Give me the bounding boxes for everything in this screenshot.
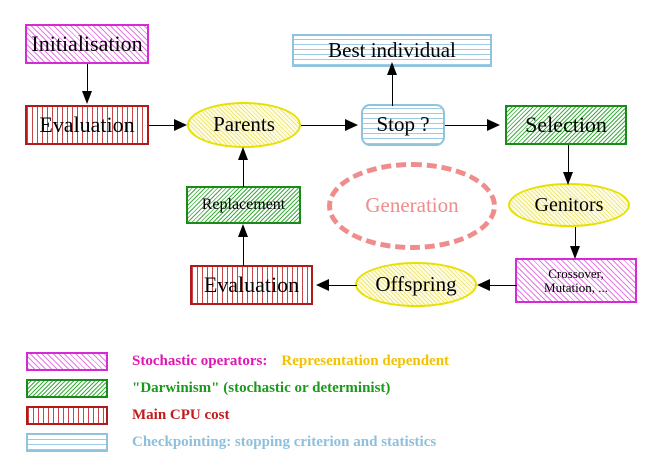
node-selection-label: Selection [525,111,607,137]
node-replacement[interactable]: Replacement [186,186,301,224]
node-evaluation-bottom-label: Evaluation [203,271,300,297]
legend-swatch-red-vertical-lines [26,405,108,425]
edge-evaluation-to-parents [149,125,175,126]
node-stop[interactable]: Stop ? [361,104,445,146]
edge-evaluation-to-replacement [243,232,244,266]
node-variation-line1: Crossover, [548,266,604,282]
node-parents-label: Parents [213,112,275,137]
node-variation-line2: Mutation, ... [544,279,608,295]
legend-label-checkpointing: Checkpointing: stopping criterion and st… [132,433,437,450]
node-best-individual-label: Best individual [328,37,456,62]
node-variation-operators[interactable]: Crossover, Mutation, ... [515,258,637,303]
edge-parents-to-stop [301,125,345,126]
legend-label-main-cpu-cost: Main CPU cost [132,406,230,423]
node-generation: Generation [327,162,497,250]
node-initialisation[interactable]: Initialisation [25,24,149,64]
edge-genitors-to-variation [575,227,576,249]
edge-selection-to-genitors [568,145,569,175]
node-evaluation-bottom[interactable]: Evaluation [190,265,313,305]
legend-row-checkpointing: Checkpointing: stopping criterion and st… [26,429,436,455]
node-parents[interactable]: Parents [187,102,301,148]
arrowhead-replacement-to-parents [238,147,248,160]
legend-row-cpu-cost: Main CPU cost [26,402,230,428]
arrowhead-genitors-to-variation [570,246,580,259]
legend-swatch-blue-horizontal-lines [26,432,108,452]
arrowhead-selection-to-genitors [563,172,573,185]
node-selection[interactable]: Selection [505,105,627,145]
edge-replacement-to-parents [243,156,244,187]
edge-initialisation-to-evaluation [87,64,88,92]
edge-stop-to-selection [445,125,487,126]
legend-row-stochastic: Stochastic operators: Representation dep… [26,348,449,374]
node-stop-label: Stop ? [376,112,430,137]
arrowhead-offspring-to-evaluation [316,279,329,291]
arrowhead-initialisation-to-evaluation [82,91,92,104]
node-initialisation-label: Initialisation [31,30,143,56]
arrowhead-parents-to-stop [345,119,358,131]
node-evaluation-top-label: Evaluation [39,111,135,137]
legend-swatch-magenta-diagonal-hatch [26,351,108,371]
edge-offspring-to-evaluation [329,285,357,286]
node-offspring-label: Offspring [375,271,457,296]
node-generation-label: Generation [365,193,459,218]
node-genitors-label: Genitors [534,193,604,216]
legend-label-darwinism: "Darwinism" (stochastic or determinist) [132,379,391,396]
node-best-individual[interactable]: Best individual [292,34,492,67]
legend-label-representation-dependent: Representation dependent [281,352,450,369]
legend-swatch-green-diagonal-hatch [26,378,108,398]
legend-label-stochastic-operators: Stochastic operators: [132,352,268,369]
legend-row-darwinism: "Darwinism" (stochastic or determinist) [26,375,390,401]
node-evaluation-top[interactable]: Evaluation [25,105,149,145]
arrowhead-stop-to-selection [487,119,500,131]
arrowhead-stop-to-best-individual [387,62,397,75]
node-replacement-label: Replacement [201,195,286,213]
arrowhead-evaluation-to-parents [174,119,187,131]
edge-variation-to-offspring [489,285,517,286]
arrowhead-variation-to-offspring [477,279,490,291]
arrowhead-evaluation-to-replacement [238,224,248,237]
edge-stop-to-best-individual [392,70,393,106]
node-genitors[interactable]: Genitors [508,183,630,227]
node-offspring[interactable]: Offspring [355,262,477,307]
